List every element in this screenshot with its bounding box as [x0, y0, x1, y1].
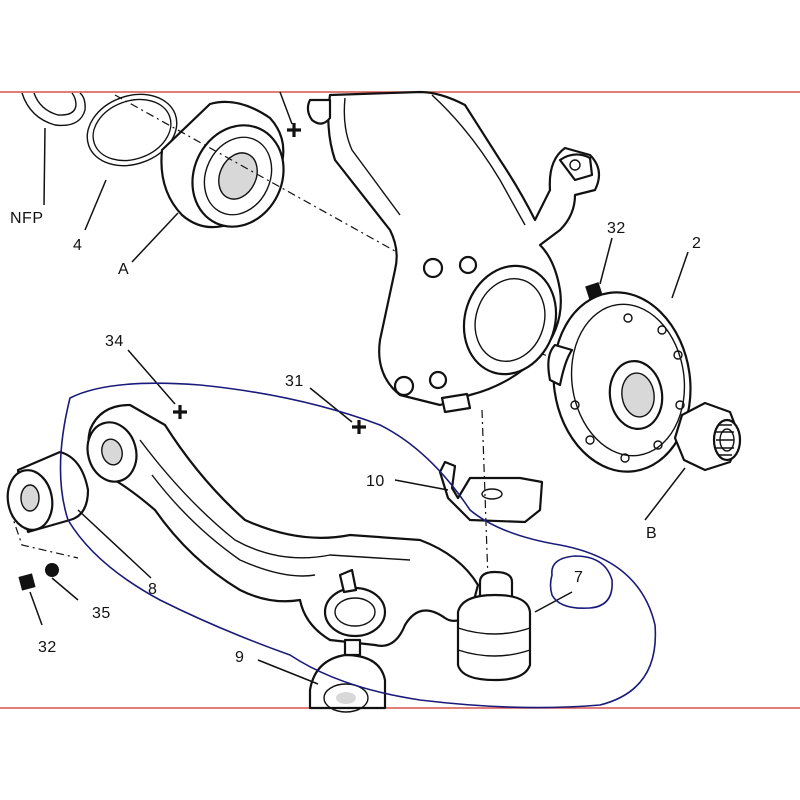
part-a-wheel-bearing — [160, 100, 285, 229]
label-a: A — [118, 261, 129, 278]
part-8-lower-control-arm — [86, 403, 480, 657]
part-7-ball-joint — [456, 570, 532, 682]
label-7: 7 — [574, 569, 583, 586]
label-10: 10 — [366, 473, 385, 490]
part-9-bush — [308, 653, 387, 713]
label-34: 34 — [105, 333, 124, 350]
label-35: 35 — [92, 605, 111, 622]
label-31: 31 — [285, 373, 304, 390]
marker-32-top — [585, 237, 613, 300]
part-b-hub-nut — [673, 401, 742, 472]
label-b: B — [646, 525, 657, 542]
part-arm-bush — [6, 450, 90, 534]
part-steering-knuckle — [306, 90, 601, 414]
label-8: 8 — [148, 581, 157, 598]
cross-marker-34 — [127, 349, 187, 419]
part-nfp-seal — [21, 92, 86, 127]
part-2-wheel-hub — [547, 291, 692, 473]
filled-square-icon — [18, 573, 43, 626]
hand-drawn-highlight-loop — [59, 382, 657, 709]
cross-marker-31 — [309, 387, 366, 434]
label-4: 4 — [73, 237, 82, 254]
part-10-bracket — [438, 460, 544, 524]
label-nfp: NFP — [10, 210, 44, 227]
filled-dot-icon — [45, 563, 79, 601]
label-2: 2 — [692, 235, 701, 252]
cross-marker-top — [279, 91, 301, 137]
label-32-top: 32 — [607, 220, 626, 237]
hand-drawn-circle-7 — [549, 555, 613, 610]
label-32-bottom: 32 — [38, 639, 57, 656]
label-9: 9 — [235, 649, 244, 666]
